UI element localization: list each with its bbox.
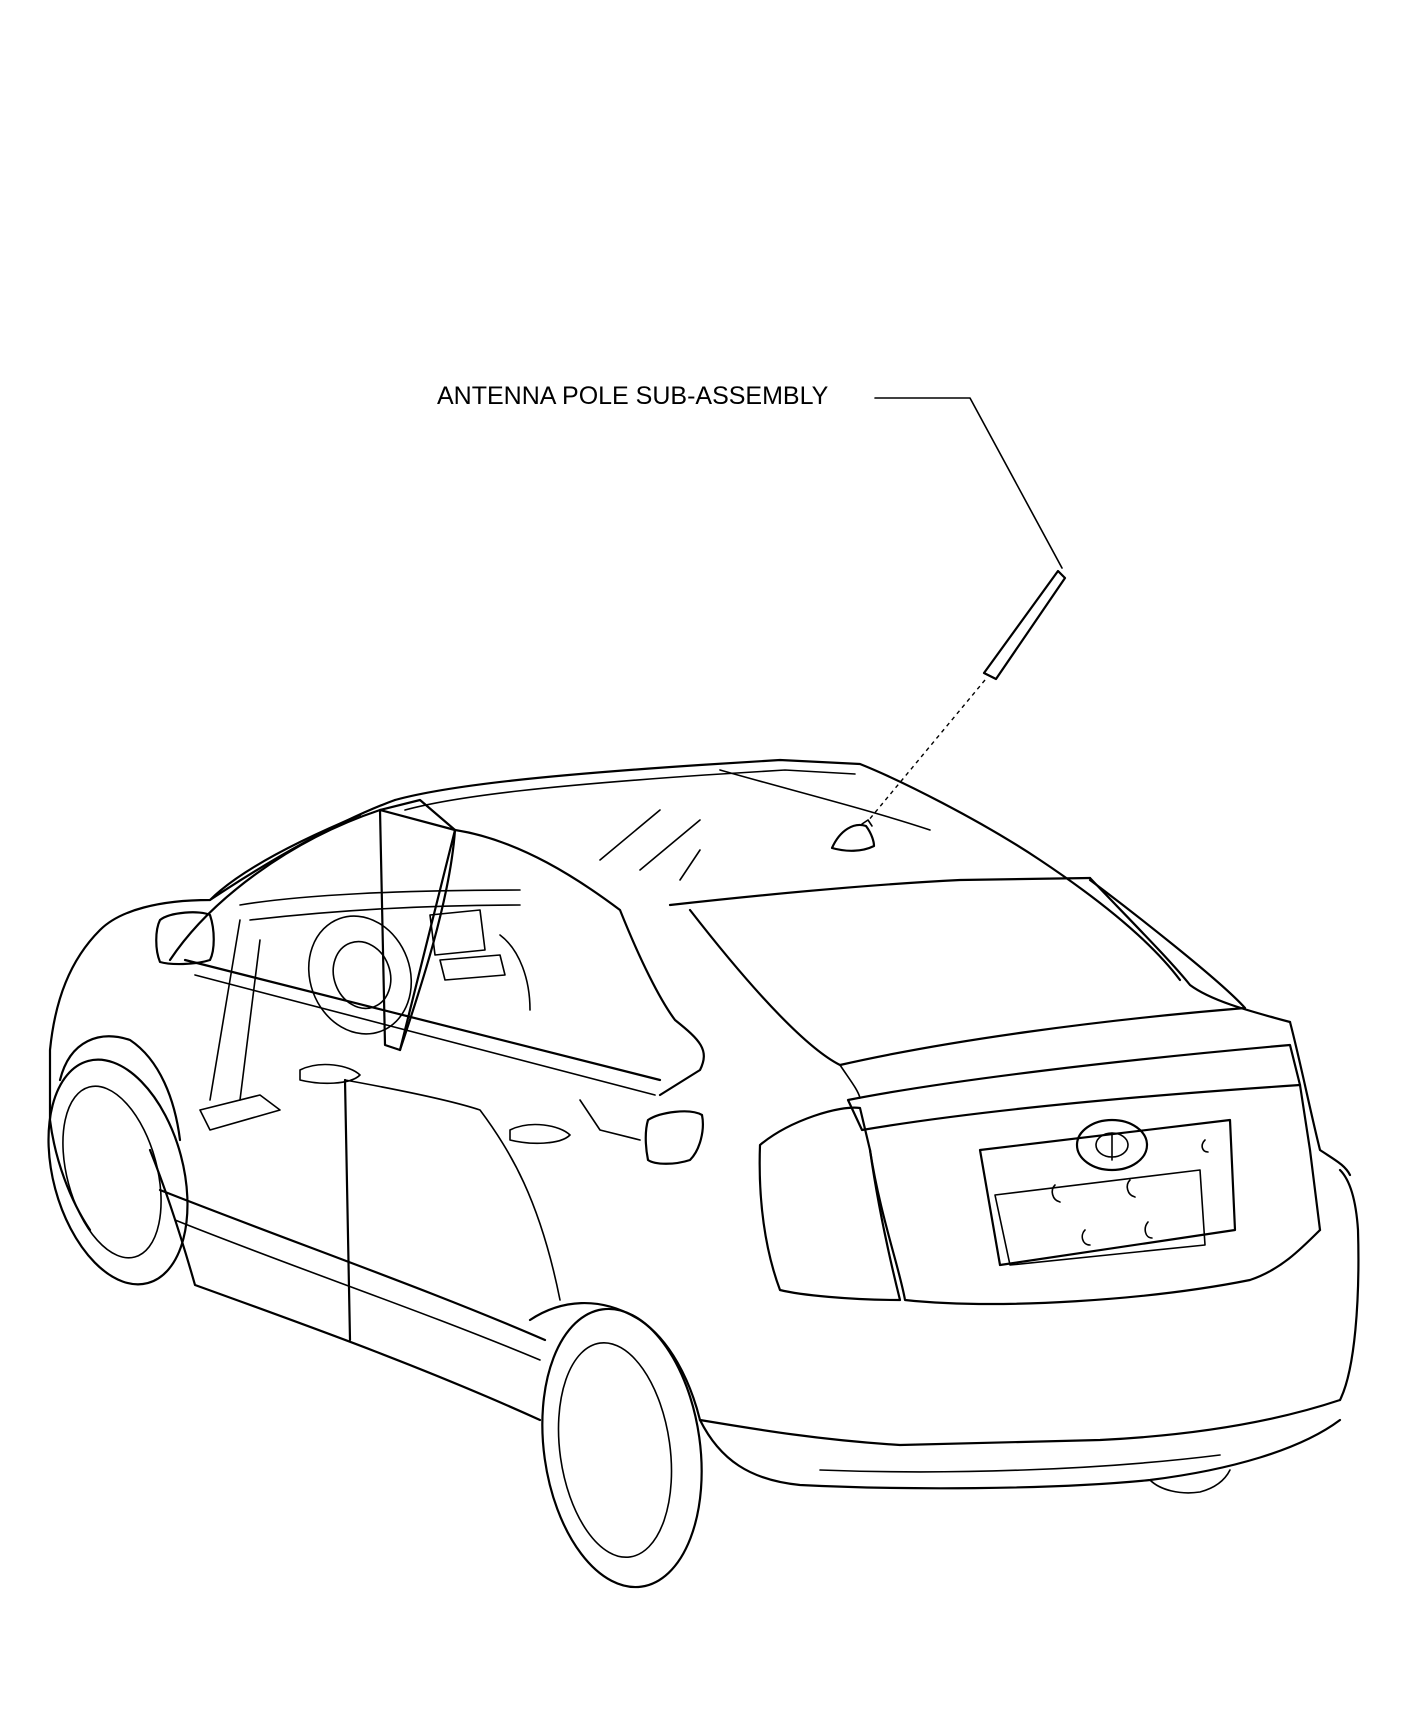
rear-hatch <box>758 1043 1322 1306</box>
antenna-base <box>830 819 876 852</box>
license-plate-area <box>978 1118 1237 1267</box>
rear-wheel <box>541 1307 703 1589</box>
fuel-door <box>644 1110 704 1165</box>
installation-line <box>867 679 986 822</box>
rear-window <box>688 878 1247 1099</box>
interior <box>199 889 571 1145</box>
side-mirror <box>155 911 215 966</box>
doors-and-windows <box>168 798 705 1342</box>
antenna-pole <box>982 569 1067 681</box>
leader-line <box>874 397 1063 569</box>
roof <box>393 758 1292 1024</box>
front-wheel <box>47 1035 189 1286</box>
rear-emblem <box>1075 1118 1149 1172</box>
car-body <box>48 798 1360 1494</box>
antenna-pole-label: ANTENNA POLE SUB-ASSEMBLY <box>437 382 829 410</box>
